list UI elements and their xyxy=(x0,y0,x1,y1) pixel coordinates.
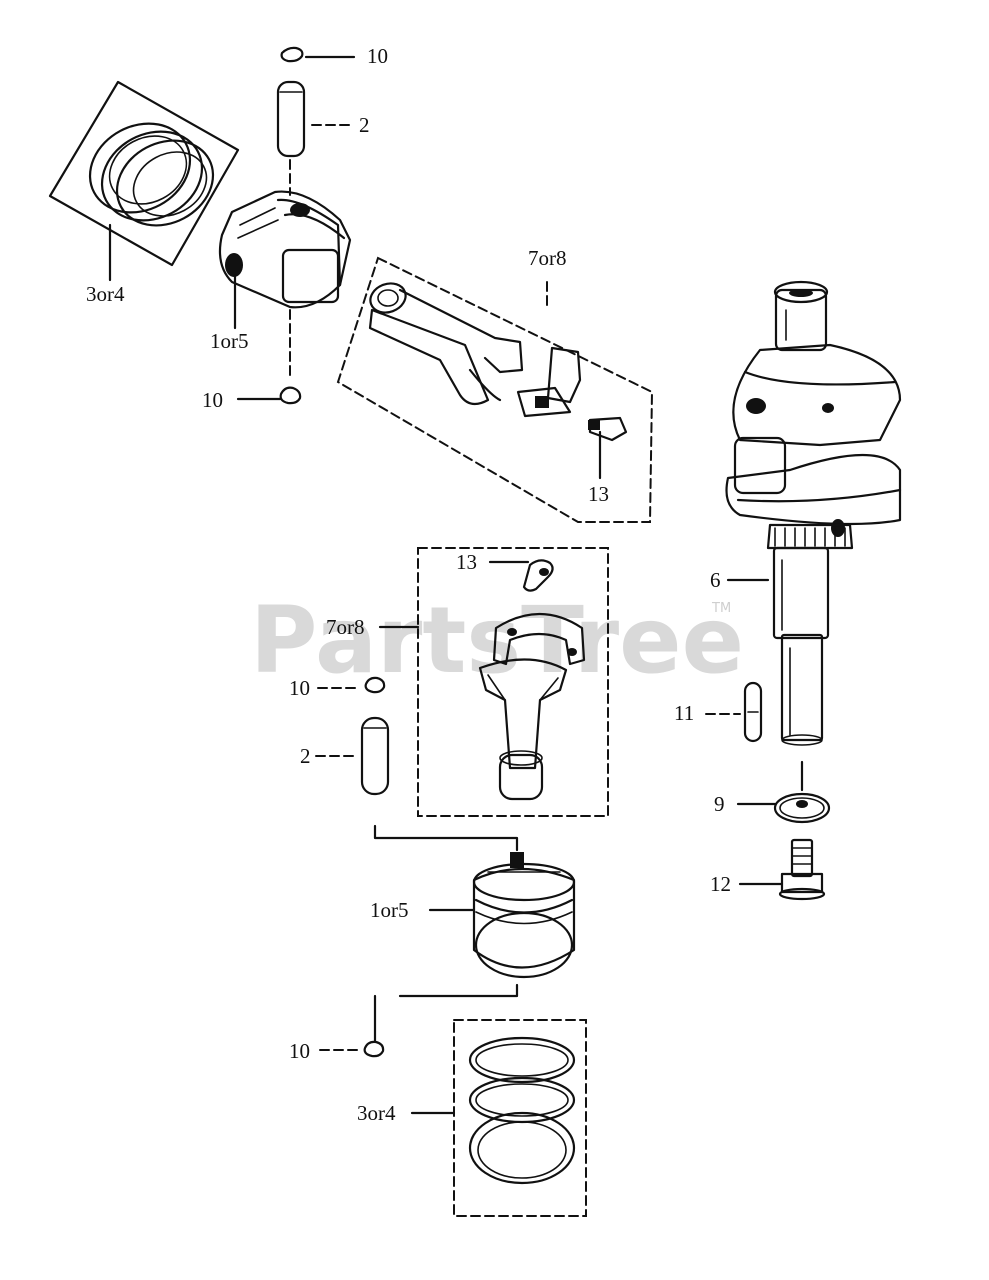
crankshaft-washer[interactable] xyxy=(773,792,831,824)
callout-3or4-top[interactable]: 3or4 xyxy=(86,282,125,306)
callout-10-low[interactable]: 10 xyxy=(289,676,310,700)
connecting-rod-assembly-top[interactable] xyxy=(336,256,654,523)
callout-2-low[interactable]: 2 xyxy=(300,744,311,768)
callout-12[interactable]: 12 xyxy=(710,872,731,896)
callout-3or4-bottom[interactable]: 3or4 xyxy=(357,1101,396,1125)
callout-10-mid[interactable]: 10 xyxy=(202,388,223,412)
callout-2-top[interactable]: 2 xyxy=(359,113,370,137)
piston-pin-retainer-bottom[interactable] xyxy=(363,1040,385,1058)
piston-ring-set-top[interactable] xyxy=(48,80,240,267)
crankshaft-bolt[interactable] xyxy=(778,838,826,901)
watermark-text: PartsTree xyxy=(250,587,744,694)
callout-1or5-low[interactable]: 1or5 xyxy=(370,898,409,922)
callout-10-bottom[interactable]: 10 xyxy=(289,1039,310,1063)
piston-pin-retainer-top[interactable] xyxy=(280,46,304,63)
crankshaft-key[interactable] xyxy=(743,681,763,743)
callout-9[interactable]: 9 xyxy=(714,792,725,816)
callout-7or8-top[interactable]: 7or8 xyxy=(528,246,567,270)
connecting-rod-assembly-mid[interactable] xyxy=(417,547,609,817)
callout-10-top[interactable]: 10 xyxy=(367,44,388,68)
piston-pin-retainer-mid[interactable] xyxy=(279,386,302,405)
callout-6[interactable]: 6 xyxy=(710,568,721,592)
watermark-trademark: TM xyxy=(711,601,731,616)
piston-pin-top[interactable] xyxy=(276,80,306,158)
callout-11[interactable]: 11 xyxy=(674,701,694,725)
piston-ring-set-bottom[interactable] xyxy=(453,1019,587,1217)
piston-pin-low[interactable] xyxy=(360,716,390,796)
crankshaft[interactable] xyxy=(725,280,902,746)
callout-1or5-top[interactable]: 1or5 xyxy=(210,329,249,353)
callout-7or8-mid[interactable]: 7or8 xyxy=(326,615,365,639)
callout-13-mid[interactable]: 13 xyxy=(456,550,477,574)
piston-top[interactable] xyxy=(218,190,352,309)
callout-13-top[interactable]: 13 xyxy=(588,482,609,506)
piston-pin-retainer-low[interactable] xyxy=(364,676,386,694)
piston-low[interactable] xyxy=(472,852,576,979)
